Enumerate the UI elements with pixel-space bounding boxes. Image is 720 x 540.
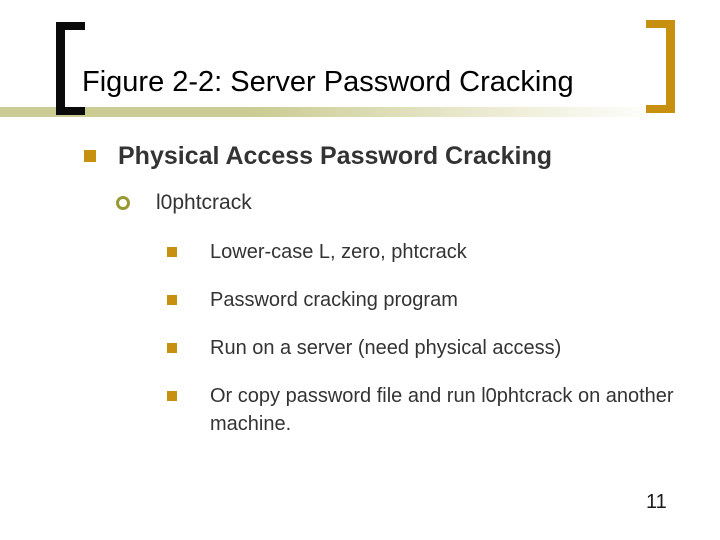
bullet-square-icon [84, 150, 96, 162]
bullet-row-point: Run on a server (need physical access) [167, 334, 561, 362]
right-bracket-icon [646, 20, 675, 113]
title-underline-band [0, 107, 720, 117]
point-text: Or copy password file and run l0phtcrack… [210, 385, 674, 435]
point-text: Run on a server (need physical access) [210, 337, 562, 359]
bullet-square-icon [167, 295, 177, 305]
subheading-text: l0phtcrack [156, 191, 252, 214]
point-text: Lower-case L, zero, phtcrack [210, 241, 467, 263]
slide-title: Figure 2-2: Server Password Cracking [82, 66, 574, 98]
page-number: 11 [646, 491, 667, 513]
bullet-square-icon [167, 343, 177, 353]
left-bracket-icon [56, 22, 85, 115]
bullet-circle-icon [116, 196, 130, 210]
point-text: Password cracking program [210, 289, 458, 311]
bullet-row-heading: Physical Access Password Cracking [84, 141, 552, 171]
heading-text: Physical Access Password Cracking [118, 142, 553, 170]
bullet-row-point: Lower-case L, zero, phtcrack [167, 238, 467, 266]
bullet-square-icon [167, 247, 177, 257]
bullet-row-point: Or copy password file and run l0phtcrack… [167, 382, 675, 438]
bullet-row-point: Password cracking program [167, 286, 458, 314]
bullet-square-icon [167, 391, 177, 401]
bullet-row-subheading: l0phtcrack [116, 190, 252, 216]
